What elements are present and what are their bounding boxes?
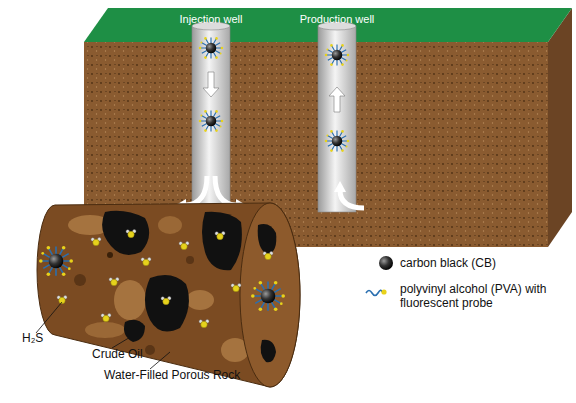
production-well-shaft [318, 22, 364, 212]
ground-side [548, 8, 572, 247]
legend-entry: polyvinyl alcohol (PVA) with fluorescent… [400, 282, 550, 310]
callout-label: Water-Filled Porous Rock [104, 368, 240, 382]
callout-label: H₂S [22, 331, 43, 345]
well: Injection well [160, 13, 262, 209]
leader-line [150, 352, 170, 369]
well: Production well [286, 13, 388, 215]
well-label: Injection well [160, 13, 262, 25]
leader-line [112, 336, 132, 348]
pva-sample [366, 289, 387, 295]
callout-label: Crude Oil [92, 347, 143, 361]
leader-line [36, 302, 62, 333]
legend-text: carbon black (CB) [400, 256, 496, 270]
well-label: Production well [286, 13, 388, 25]
legend-text: polyvinyl alcohol (PVA) with fluorescent… [400, 282, 547, 310]
carbon-black-sample [379, 256, 393, 270]
rock-inset [37, 203, 300, 387]
injection-well-shaft [176, 22, 246, 211]
legend-entry: carbon black (CB) [400, 256, 560, 270]
